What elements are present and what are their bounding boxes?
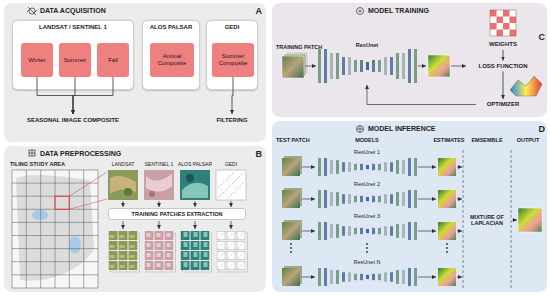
composite-box: Annual Composite (150, 43, 194, 77)
text-slot: TEST PATCH (276, 137, 326, 143)
connector (73, 77, 113, 114)
step-label: OPTIMIZER (476, 99, 530, 110)
text-slot: ESTIMATES (425, 137, 473, 143)
panel-title: DATA ACQUISITION (40, 7, 190, 15)
composite-box: Fall (97, 43, 129, 77)
box-text: Summer (64, 57, 87, 64)
box-text: LOSS FUNCTION (479, 63, 528, 70)
composite-box: Winter (21, 43, 53, 77)
label: TEST PATCH (276, 137, 326, 143)
panel-letter: A (248, 6, 262, 16)
source-box: ALOS PALSAR Annual Composite (142, 20, 200, 90)
box-text: Fall (108, 57, 118, 64)
text-slot: MODEL INFERENCE (368, 125, 488, 133)
stage-panel: DATA ACQUISITION A LANDSAT / SENTINEL 1 Win… (4, 3, 266, 142)
text-slot: TRAINING PATCH (276, 44, 336, 50)
label: SENTINEL 1 (137, 162, 181, 168)
label: OUTPUT (513, 137, 543, 143)
stage-panel: MODEL TRAINING C WEIGHTS LOSS FUNCTION OPTIM… (272, 3, 547, 117)
step-label: SEASONAL IMAGE COMPOSITE (12, 114, 134, 126)
label: ResUnet 3 (342, 213, 392, 219)
box-text: LANDSAT / SENTINEL 1 (13, 24, 133, 31)
step-label: MIXTURE OF LAPLACIAN (463, 212, 511, 229)
text-slot: LANDSAT (101, 162, 145, 168)
text-slot: MODEL TRAINING (368, 7, 488, 15)
text-slot: OUTPUT (513, 137, 543, 143)
label: ALOS PALSAR (173, 162, 217, 168)
text-slot: ResUnet 3 (342, 213, 392, 219)
text-slot: C (533, 32, 545, 42)
step-label: LOSS FUNCTION (468, 61, 538, 72)
box-text: TRAINING PATCHES EXTRACTION (132, 211, 223, 217)
step-label: WEIGHTS (481, 39, 525, 50)
connector (503, 50, 504, 61)
composite-box: Summer Composite (212, 43, 254, 77)
text-slot: ResUnet 2 (342, 181, 392, 187)
text-slot: MODELS (342, 137, 392, 143)
text-slot: DATA PREPROCESSING (40, 150, 190, 158)
text-slot: ALOS PALSAR (173, 162, 217, 168)
label: ResUnet N (342, 259, 392, 265)
panel-letter: D (533, 124, 545, 134)
label: ResUnet (342, 42, 392, 48)
label: MODELS (342, 137, 392, 143)
label: ResUnet 2 (342, 181, 392, 187)
connector (73, 77, 75, 114)
text-slot: EMSEMBLE (465, 137, 509, 143)
text-slot: ResUnet N (342, 259, 392, 265)
panel-title: MODEL TRAINING (368, 7, 488, 15)
text-slot: SENTINEL 1 (137, 162, 181, 168)
box-text: FILTERING (216, 117, 247, 124)
panel-title: MODEL INFERENCE (368, 125, 488, 133)
text-slot: ResUnet (342, 42, 392, 48)
box-text: MIXTURE OF LAPLACIAN (463, 214, 511, 227)
box-text: Annual Composite (152, 53, 192, 67)
stage-panel: MODEL INFERENCE D MIXTURE OF LAPLACIAN TEST… (272, 121, 547, 292)
text-slot: B (248, 149, 262, 159)
stage-panel: DATA PREPROCESSING B TRAINING PATCHES EXTR… (4, 146, 266, 292)
connector (232, 77, 233, 114)
box-text: OPTIMIZER (487, 101, 520, 108)
panel-letter: C (533, 32, 545, 42)
box-text: Summer Composite (214, 53, 252, 67)
text-slot: DATA ACQUISITION (40, 7, 190, 15)
label: EMSEMBLE (465, 137, 509, 143)
label: ResUnet 1 (342, 149, 392, 155)
box-text: ALOS PALSAR (143, 24, 199, 31)
box-text: SEASONAL IMAGE COMPOSITE (27, 117, 119, 124)
label: ESTIMATES (425, 137, 473, 143)
label: LANDSAT (101, 162, 145, 168)
label: GEDI (209, 162, 253, 168)
label: TRAINING PATCH (276, 44, 336, 50)
composite-box: Summer (59, 43, 91, 77)
text-slot: GEDI (209, 162, 253, 168)
source-box: LANDSAT / SENTINEL 1 Winter Summer Fall (12, 20, 134, 90)
connector (37, 77, 73, 114)
box-text: Winter (28, 57, 45, 64)
connector (503, 71, 504, 99)
text-slot: D (533, 124, 545, 134)
process-box: TRAINING PATCHES EXTRACTION (108, 208, 246, 220)
text-slot: ResUnet 1 (342, 149, 392, 155)
box-text: WEIGHTS (489, 41, 517, 48)
box-text: GEDI (207, 24, 257, 31)
panel-title: DATA PREPROCESSING (40, 150, 190, 158)
panel-letter: B (248, 149, 262, 159)
label: TILING STUDY AREA (10, 161, 102, 167)
text-slot: TILING STUDY AREA (10, 161, 102, 167)
text-slot: A (248, 6, 262, 16)
source-box: GEDI Summer Composite (206, 20, 258, 90)
step-label: FILTERING (206, 114, 258, 126)
